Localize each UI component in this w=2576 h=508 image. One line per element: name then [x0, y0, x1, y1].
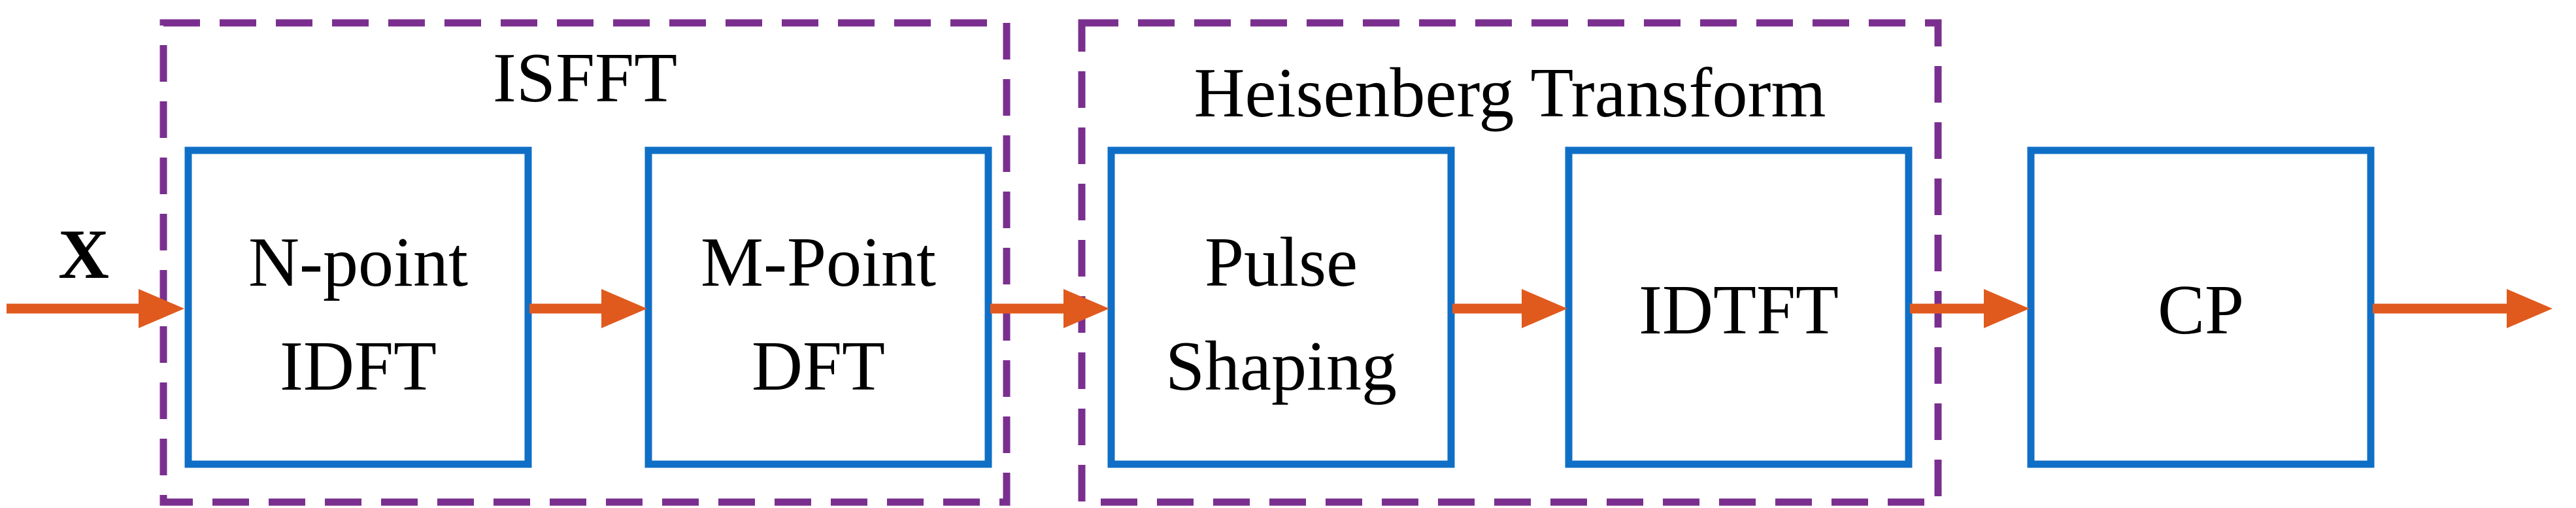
input-arrow [7, 289, 184, 328]
cp-label: CP [2158, 271, 2244, 349]
idtft-label: IDTFT [1639, 271, 1839, 349]
isfft-group-box [159, 19, 1011, 506]
pulse-shaping-label-line1: Pulse [1205, 224, 1358, 301]
m-point-dft-label-line2: DFT [752, 328, 885, 405]
input-x-label: X [58, 216, 109, 294]
m-point-dft-block [644, 146, 992, 468]
arrow-idtft-to-cp [1910, 289, 2030, 328]
n-point-idft-label-line2: IDFT [280, 328, 437, 405]
n-point-idft-label-line1: N-point [248, 224, 468, 301]
arrow-pulse-shaping-to-idtft [1452, 289, 1567, 328]
isfft-group-label: ISFFT [493, 39, 677, 117]
pulse-shaping-block [1107, 146, 1455, 468]
cp-block [2027, 146, 2375, 468]
pulse-shaping-label-line2: Shaping [1165, 328, 1397, 405]
idtft-block [1565, 146, 1913, 468]
n-point-idft-block [184, 146, 532, 468]
heisenberg-group-box [1078, 19, 1942, 506]
arrow-idft-to-dft [529, 289, 647, 328]
m-point-dft-label-line1: M-Point [701, 224, 936, 301]
heisenberg-group-label: Heisenberg Transform [1194, 54, 1826, 132]
output-arrow [2373, 289, 2552, 328]
arrow-dft-to-pulse-shaping [990, 289, 1109, 328]
